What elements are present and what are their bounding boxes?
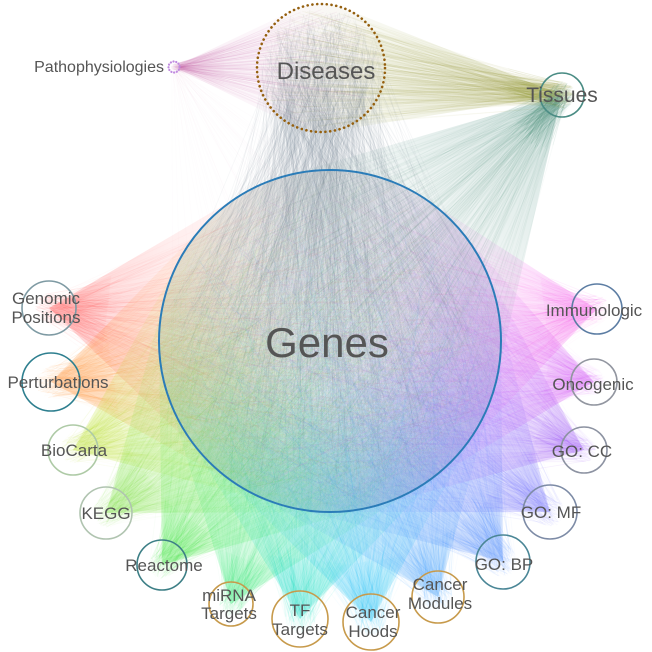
node-fill-genes [159, 170, 501, 512]
node-reactome[interactable] [136, 539, 188, 591]
label-oncogenic: Oncogenic [552, 375, 634, 394]
edge-nearcone-genomic-positions-to-genes [49, 275, 112, 354]
node-go-cc[interactable] [560, 426, 608, 474]
label-mirna-targets-line2: Targets [201, 604, 257, 623]
edge-nearcone-pathophysiologies-to-diseases [174, 45, 225, 90]
label-go-mf: GO: MF [521, 503, 581, 522]
node-cancer-hoods[interactable] [342, 593, 400, 651]
label-perturbations: Perturbations [7, 373, 108, 392]
label-kegg: KEGG [81, 504, 130, 523]
node-cancer-modules[interactable] [411, 570, 465, 624]
node-genomic-positions[interactable] [21, 280, 77, 336]
node-mirna-targets[interactable] [208, 581, 254, 627]
node-perturbations[interactable] [21, 352, 81, 412]
edge-nearcone-tissues-to-genes [507, 95, 562, 151]
label-tf-targets-line1: TF [290, 601, 311, 620]
label-cancer-hoods-line2: Hoods [348, 622, 397, 641]
node-go-mf[interactable] [522, 484, 578, 540]
label-biocarta: BioCarta [41, 441, 108, 460]
node-biocarta[interactable] [47, 424, 99, 476]
node-tissues[interactable] [539, 72, 585, 118]
edge-nearcone-biocarta-to-genes [73, 395, 137, 464]
label-tissues: Tissues [526, 84, 598, 107]
edge-cone-tissues-to-diseases [257, 4, 562, 133]
node-pathophysiologies[interactable] [167, 60, 181, 74]
node-diseases[interactable] [255, 2, 387, 134]
node-go-bp[interactable] [475, 534, 531, 590]
edge-nearcone-reactome-to-genes [162, 500, 224, 565]
label-cancer-hoods-line1: Cancer [346, 603, 401, 622]
node-genes[interactable] [158, 169, 502, 513]
edge-nearcone-tissues-to-diseases [505, 75, 562, 103]
edge-nearcone-immunologic-to-genes [540, 277, 597, 354]
node-strokes-layer [21, 2, 623, 651]
label-tf-targets-line2: Targets [272, 620, 328, 639]
node-oncogenic[interactable] [570, 358, 618, 406]
label-diseases: Diseases [277, 58, 376, 85]
node-kegg[interactable] [79, 486, 133, 540]
label-pathophysiologies: Pathophysiologies [34, 59, 164, 76]
edge-nearcone-oncogenic-to-genes [541, 339, 594, 410]
edge-nearcone-cancer-modules-to-genes [380, 530, 453, 597]
edge-stubs-layer [35, 45, 608, 637]
label-immunologic: Immunologic [546, 301, 643, 320]
edge-nearcone-cancer-hoods-to-genes [321, 556, 403, 622]
edge-nearcone-go-mf-to-genes [479, 445, 550, 512]
label-mirna-targets-line1: miRNA [202, 586, 256, 605]
edge-cone-tissues-to-genes [159, 95, 563, 512]
edge-fan-diseases-to-genes [168, 10, 491, 507]
label-genomic-positions-line2: Positions [12, 308, 81, 327]
label-cancer-modules-line1: Cancer [413, 575, 468, 594]
edge-nearcone-mirna-targets-to-genes [217, 548, 278, 604]
edge-nearcone-go-bp-to-genes [436, 491, 503, 562]
edge-fan-diseases-to-genes [247, 12, 415, 425]
label-go-cc: GO: CC [552, 442, 612, 461]
node-immunologic[interactable] [571, 283, 623, 335]
label-reactome: Reactome [125, 556, 202, 575]
edge-nearcone-perturbations-to-genes [51, 330, 119, 415]
edge-nearcone-kegg-to-genes [106, 448, 174, 513]
label-cancer-modules-line2: Modules [408, 594, 472, 613]
label-genes: Genes [265, 319, 389, 366]
label-genomic-positions-line1: Genomic [12, 289, 81, 308]
node-tf-targets[interactable] [271, 590, 329, 648]
edge-nearcone-go-cc-to-genes [525, 399, 584, 463]
label-go-bp: GO: BP [475, 555, 534, 574]
